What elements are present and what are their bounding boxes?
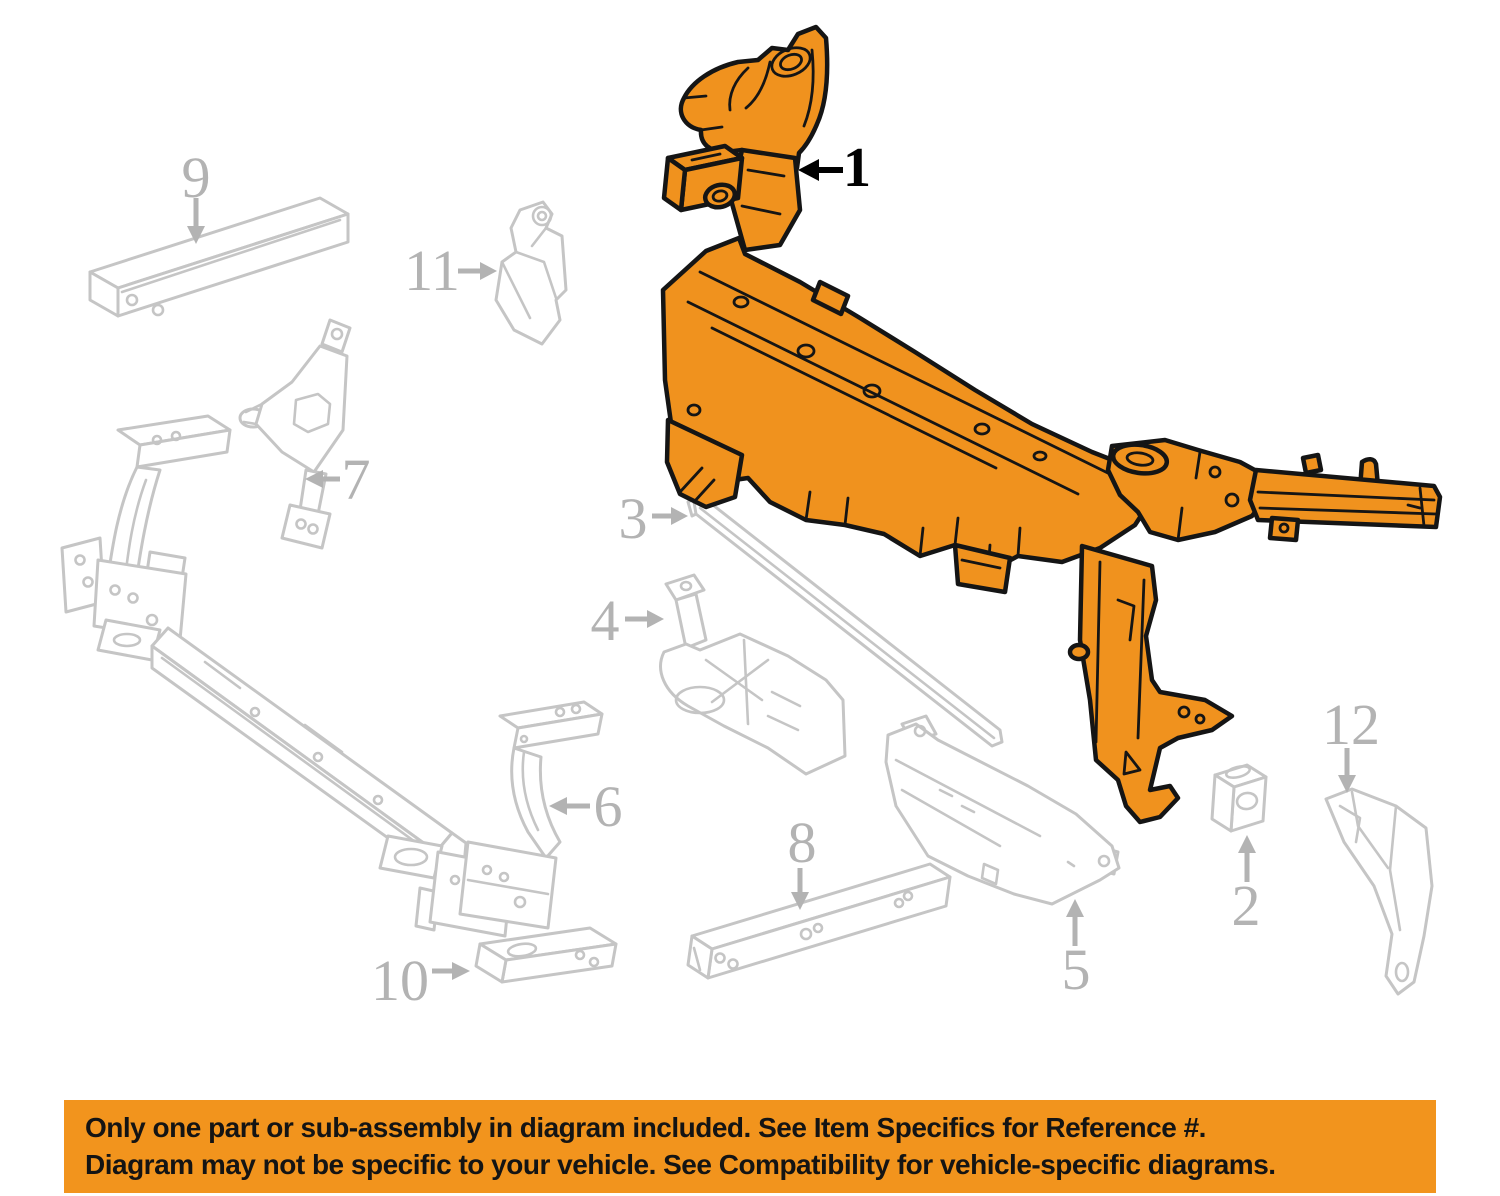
callout-label-9: 9 (181, 145, 211, 210)
callout-label-1: 1 (843, 137, 871, 199)
callout-label-12: 12 (1322, 692, 1380, 757)
disclaimer-line-1: Only one part or sub-assembly in diagram… (85, 1112, 1206, 1143)
part-1-highlighted-drawing (660, 24, 1443, 825)
callout-label-2: 2 (1231, 873, 1261, 938)
callout-arrow-10 (432, 962, 470, 980)
callout-arrow-7 (305, 470, 340, 488)
callout-label-7: 7 (341, 447, 371, 512)
part-12-drawing (1324, 787, 1434, 996)
part-5-drawing (884, 714, 1121, 906)
callout-label-5: 5 (1061, 937, 1091, 1002)
callout-arrow-6 (549, 797, 590, 815)
part-6-drawing (458, 700, 604, 930)
callout-arrow-2 (1238, 835, 1256, 882)
part-9-drawing (88, 196, 350, 318)
callout-arrow-12 (1338, 748, 1356, 793)
callout-label-11: 11 (404, 238, 460, 303)
callout-arrow-1 (798, 159, 843, 181)
callout-arrow-11 (458, 262, 497, 280)
callout-arrow-3 (652, 507, 688, 525)
disclaimer-line-2: Diagram may not be specific to your vehi… (85, 1149, 1276, 1180)
disclaimer-banner: Only one part or sub-assembly in diagram… (64, 1100, 1436, 1193)
part-8-drawing (686, 862, 952, 980)
part-7-drawing (238, 318, 352, 550)
callout-label-6: 6 (593, 774, 623, 839)
callout-label-10: 10 (371, 948, 429, 1013)
part-2-drawing (1210, 763, 1268, 833)
callout-arrow-8 (791, 868, 809, 910)
callout-label-8: 8 (787, 810, 817, 875)
part-10-drawing (474, 926, 618, 984)
callout-label-4: 4 (590, 588, 620, 653)
callout-arrow-5 (1066, 899, 1084, 946)
lower-tie-bar-assembly-drawing (60, 414, 514, 938)
callout-arrow-9 (187, 198, 205, 244)
callout-label-3: 3 (618, 486, 648, 551)
callout-arrow-4 (625, 610, 664, 628)
part-4-drawing (659, 573, 847, 776)
part-11-drawing (494, 200, 568, 346)
